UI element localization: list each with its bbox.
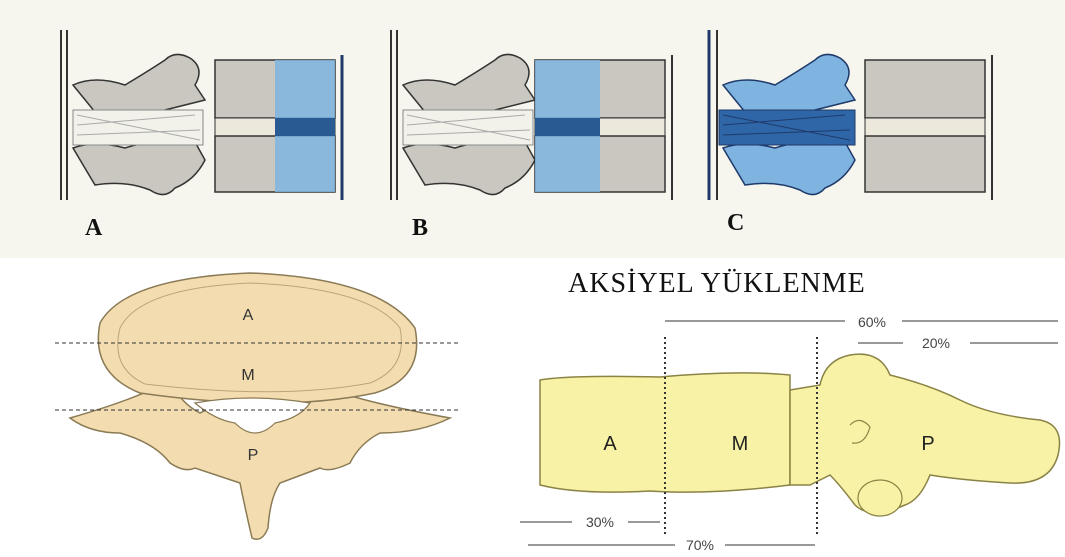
spine-segment-b [385, 30, 685, 200]
label-20-percent: 20% [922, 335, 950, 351]
axial-zone-a-label: A [603, 433, 617, 455]
top-view-zone-p-label: P [248, 447, 259, 464]
top-view-zone-a-label: A [243, 307, 254, 324]
top-view-zone-m-label: M [241, 367, 254, 384]
spine-segment-c [705, 30, 1005, 200]
vertebra-top-view: A M P [30, 268, 470, 553]
label-70-percent: 70% [686, 537, 714, 553]
axial-zone-m-label: M [732, 433, 749, 455]
label-60-percent: 60% [858, 314, 886, 330]
axial-loading-title: AKSİYEL YÜKLENME [568, 268, 866, 300]
label-30-percent: 30% [586, 514, 614, 530]
panel-label-a: A [85, 215, 102, 242]
spine-segment-a [55, 30, 355, 200]
axial-loading-diagram: 60% 20% 30% 70% A M P [510, 305, 1065, 557]
panel-label-b: B [412, 215, 428, 242]
axial-zone-p-label: P [921, 433, 934, 455]
panel-label-c: C [727, 210, 744, 237]
